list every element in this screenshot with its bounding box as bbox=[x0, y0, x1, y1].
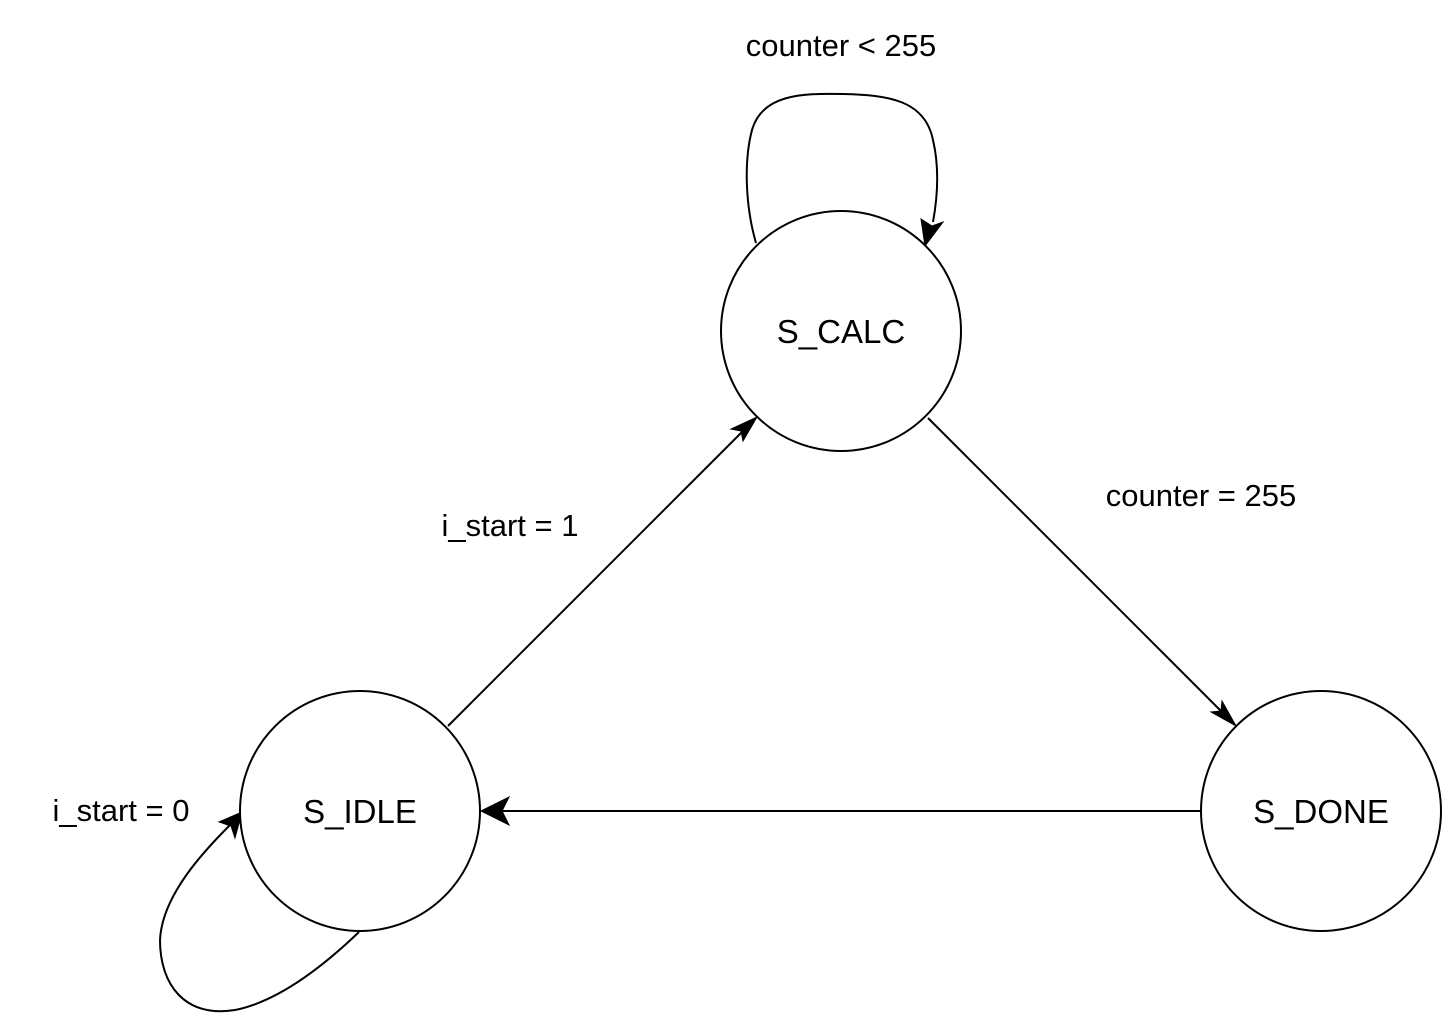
transition-idle-to-calc[interactable] bbox=[447, 415, 759, 727]
state-label-done: S_DONE bbox=[1253, 793, 1389, 830]
edge-label-idle-to-calc: i_start = 1 bbox=[442, 508, 579, 543]
state-s-done[interactable]: S_DONE bbox=[1200, 690, 1442, 932]
transition-idle-self-loop[interactable] bbox=[158, 811, 360, 1013]
state-circle-idle[interactable] bbox=[239, 690, 481, 932]
edge-label-calc-self: counter < 255 bbox=[746, 28, 936, 63]
state-s-calc[interactable]: S_CALC bbox=[720, 210, 962, 452]
state-circle-calc[interactable] bbox=[720, 210, 962, 452]
state-circle-done[interactable] bbox=[1200, 690, 1442, 932]
state-s-idle[interactable]: S_IDLE bbox=[239, 690, 481, 932]
edge-label-calc-to-done: counter = 255 bbox=[1106, 478, 1296, 513]
arrowhead-calc-to-done bbox=[1209, 699, 1238, 728]
state-label-calc: S_CALC bbox=[777, 313, 905, 350]
arrowhead-calc-self bbox=[920, 217, 945, 248]
arrowhead-done-to-idle bbox=[479, 795, 511, 827]
transition-calc-to-done[interactable] bbox=[927, 417, 1238, 728]
edge-label-idle-self: i_start = 0 bbox=[53, 793, 190, 828]
arrowhead-idle-self bbox=[217, 811, 243, 840]
transition-done-to-idle[interactable] bbox=[479, 795, 1201, 827]
state-label-idle: S_IDLE bbox=[303, 793, 417, 830]
transition-calc-self-loop[interactable] bbox=[745, 92, 945, 248]
arrowhead-idle-to-calc bbox=[729, 415, 759, 443]
